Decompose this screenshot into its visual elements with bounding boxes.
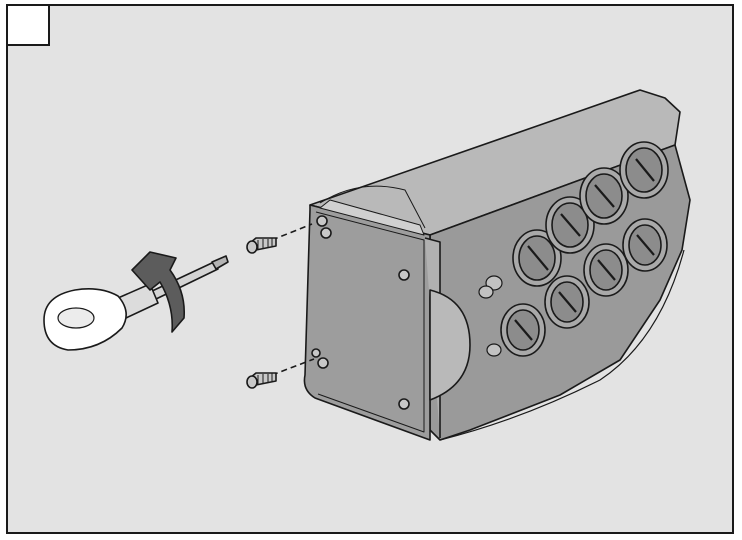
figure-label: [8, 6, 50, 46]
power-strip-icon: [303, 89, 691, 441]
rotation-arrow-icon: [131, 251, 186, 333]
screw-icon: [246, 358, 315, 389]
screw-icon: [246, 223, 313, 254]
